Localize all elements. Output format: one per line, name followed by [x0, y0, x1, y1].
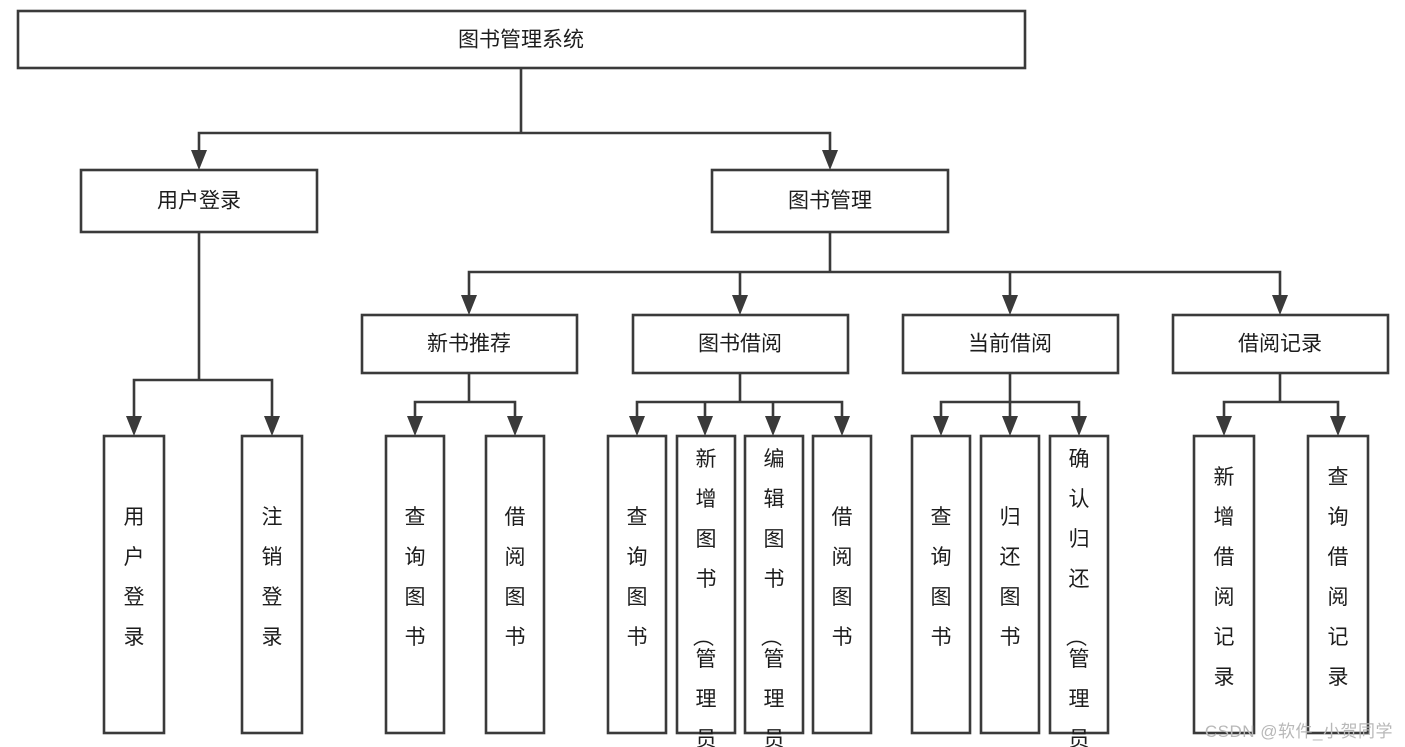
leaf-confirm-return-box[interactable] [1048, 434, 1110, 735]
leaf-user-login-box[interactable] [102, 434, 166, 735]
arrow-to-leaf-return-book [1002, 416, 1018, 436]
leaf-edit-book-box[interactable] [743, 434, 805, 735]
leaf-borrow-book-1-box[interactable] [484, 434, 546, 735]
leaf-query-record-box[interactable] [1306, 434, 1370, 735]
node-leaf-user-login[interactable]: 用户登录 [102, 434, 166, 735]
arrow-to-leaf-add-book [697, 416, 713, 436]
arrow-to-leaf-add-record [1216, 416, 1232, 436]
leaf-query-book-2-label: 查询图书 [627, 506, 648, 649]
node-leaf-add-book[interactable]: 新增图书（管理员） [675, 434, 737, 747]
node-leaf-add-record[interactable]: 新增借阅记录 [1192, 434, 1256, 735]
user-login-label: 用户登录 [157, 190, 241, 213]
node-leaf-query-book-2[interactable]: 查询图书 [606, 434, 668, 735]
leaf-query-record-label: 查询借阅记录 [1328, 466, 1349, 689]
connector-borrow-bus [635, 371, 844, 420]
leaf-add-record-box[interactable] [1192, 434, 1256, 735]
arrow-to-user-login [191, 150, 207, 170]
book-borrow-label: 图书借阅 [698, 333, 782, 356]
arrow-to-leaf-edit-book [765, 416, 781, 436]
leaf-borrow-book-2-box[interactable] [811, 434, 873, 735]
connector-recommend-bus [413, 371, 517, 420]
node-new-book-recommend[interactable]: 新书推荐 [360, 313, 579, 375]
leaf-logout-box[interactable] [240, 434, 304, 735]
arrow-to-leaf-query-record [1330, 416, 1346, 436]
connector-userlogin-bus [132, 230, 274, 420]
node-borrow-record[interactable]: 借阅记录 [1171, 313, 1390, 375]
arrow-to-leaf-query-book-2 [629, 416, 645, 436]
leaf-query-book-3-label: 查询图书 [931, 506, 952, 649]
node-leaf-edit-book[interactable]: 编辑图书（管理员） [743, 434, 805, 747]
new-book-recommend-box[interactable] [360, 313, 579, 375]
arrow-to-borrow-record [1272, 295, 1288, 315]
book-management-label: 图书管理 [788, 190, 872, 213]
connector-bookmanage-bus [467, 230, 1282, 299]
node-leaf-borrow-book-1[interactable]: 借阅图书 [484, 434, 546, 735]
new-book-recommend-label: 新书推荐 [427, 333, 511, 356]
node-leaf-confirm-return[interactable]: 确认归还（管理员） [1048, 434, 1110, 747]
node-user-login[interactable]: 用户登录 [79, 168, 319, 234]
arrow-to-leaf-query-book-3 [933, 416, 949, 436]
connector-layer [126, 66, 1346, 436]
node-leaf-query-record[interactable]: 查询借阅记录 [1306, 434, 1370, 735]
node-leaf-query-book-3[interactable]: 查询图书 [910, 434, 972, 735]
arrow-to-current-borrow [1002, 295, 1018, 315]
node-leaf-borrow-book-2[interactable]: 借阅图书 [811, 434, 873, 735]
connector-root-bus [197, 66, 832, 154]
borrow-record-label: 借阅记录 [1238, 333, 1322, 356]
arrow-to-book-manage [822, 150, 838, 170]
leaf-query-book-1-label: 查询图书 [405, 506, 426, 649]
node-leaf-query-book-1[interactable]: 查询图书 [384, 434, 446, 735]
leaf-add-record-label: 新增借阅记录 [1214, 466, 1235, 689]
node-leaf-logout[interactable]: 注销登录 [240, 434, 304, 735]
current-borrow-label: 当前借阅 [968, 333, 1052, 356]
book-borrow-box[interactable] [631, 313, 850, 375]
node-leaf-return-book[interactable]: 归还图书 [979, 434, 1041, 735]
leaf-query-book-2-box[interactable] [606, 434, 668, 735]
arrow-to-leaf-user-login [126, 416, 142, 436]
user-login-box[interactable] [79, 168, 319, 234]
arrow-to-book-borrow [732, 295, 748, 315]
root-box[interactable] [16, 9, 1027, 70]
leaf-confirm-return-label: 确认归还（管理员） [1064, 448, 1090, 747]
node-book-management[interactable]: 图书管理 [710, 168, 950, 234]
borrow-record-box[interactable] [1171, 313, 1390, 375]
arrow-to-leaf-borrow-book-2 [834, 416, 850, 436]
current-borrow-box[interactable] [901, 313, 1120, 375]
leaf-edit-book-label: 编辑图书（管理员） [759, 448, 785, 747]
node-current-borrow[interactable]: 当前借阅 [901, 313, 1120, 375]
arrow-to-new-book-recommend [461, 295, 477, 315]
leaf-user-login-label: 用户登录 [124, 506, 145, 649]
arrow-to-leaf-confirm-return [1071, 416, 1087, 436]
leaf-query-book-3-box[interactable] [910, 434, 972, 735]
arrow-to-leaf-query-book-1 [407, 416, 423, 436]
node-book-borrow[interactable]: 图书借阅 [631, 313, 850, 375]
arrow-to-leaf-borrow-book-1 [507, 416, 523, 436]
arrow-to-leaf-logout [264, 416, 280, 436]
node-root[interactable]: 图书管理系统 [16, 9, 1027, 70]
leaf-return-book-label: 归还图书 [1000, 506, 1021, 649]
root-label: 图书管理系统 [458, 29, 584, 52]
leaf-borrow-book-2-label: 借阅图书 [832, 506, 853, 649]
leaf-logout-label: 注销登录 [262, 506, 283, 649]
leaf-query-book-1-box[interactable] [384, 434, 446, 735]
leaf-borrow-book-1-label: 借阅图书 [505, 506, 526, 649]
leaf-return-book-box[interactable] [979, 434, 1041, 735]
book-management-box[interactable] [710, 168, 950, 234]
connector-record-bus [1222, 371, 1340, 420]
csdn-watermark: CSDN @软件_小贺同学 [1204, 722, 1393, 741]
leaf-add-book-box[interactable] [675, 434, 737, 735]
connector-current-bus [939, 371, 1081, 420]
leaf-add-book-label: 新增图书（管理员） [691, 448, 717, 747]
